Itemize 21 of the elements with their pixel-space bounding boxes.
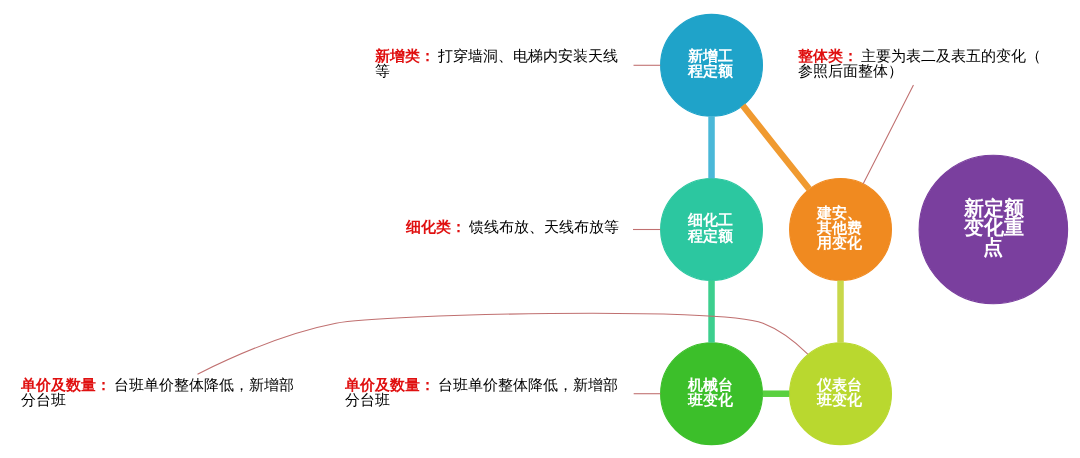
connector bbox=[837, 280, 844, 343]
node-text: 细化类： 馈线布放、天线布放等 bbox=[406, 217, 620, 236]
node-circle: 仪表台班变化 bbox=[789, 341, 892, 445]
node-text: 单价及数量： 台班单价整体降低，新增部分台班 bbox=[21, 375, 295, 409]
node-circle: 建安、其他费用变化 bbox=[789, 177, 892, 281]
node-circle: 新定额变化重点 bbox=[918, 154, 1069, 304]
connector bbox=[740, 103, 812, 191]
node-circle: 细化工程定额 bbox=[660, 177, 763, 281]
node-text: 新增类： 打穿墙洞、电梯内安装天线等 bbox=[375, 46, 619, 80]
node-text: 单价及数量： 台班单价整体降低，新增部分台班 bbox=[345, 375, 619, 409]
node-circle: 新增工程定额 bbox=[660, 13, 763, 117]
connector bbox=[708, 280, 715, 343]
node-text: 整体类： 主要为表二及表五的变化（参照后面整体） bbox=[798, 46, 1042, 80]
connector bbox=[632, 64, 661, 66]
connector bbox=[633, 392, 661, 394]
connector bbox=[762, 389, 790, 397]
connector bbox=[708, 115, 715, 178]
connector bbox=[862, 83, 914, 184]
connector bbox=[196, 312, 809, 375]
node-circle: 机械台班变化 bbox=[660, 341, 763, 445]
connector bbox=[632, 228, 661, 230]
